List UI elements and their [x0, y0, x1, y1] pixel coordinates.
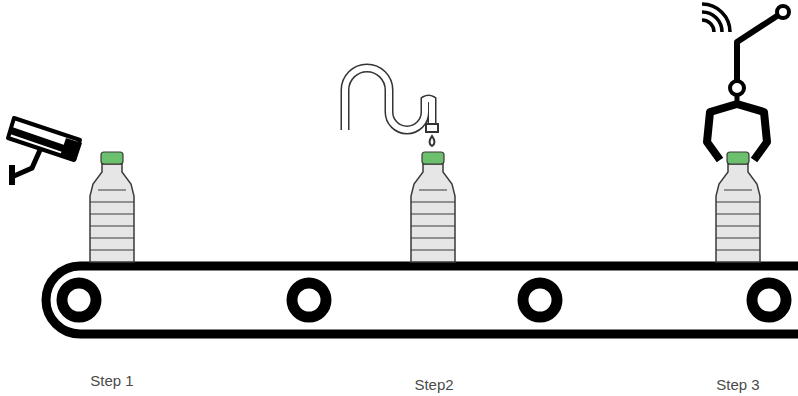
camera-symbol: [8, 118, 82, 185]
bottle: [716, 152, 760, 262]
bottle: [90, 152, 134, 262]
robot-claw-symbol: [702, 4, 789, 160]
step-label: Step2: [414, 376, 453, 393]
conveyor-belt: [46, 266, 798, 334]
bottle: [411, 152, 455, 262]
step-label: Step 3: [716, 376, 759, 393]
belt-wheels: [62, 283, 786, 317]
hose-symbol: [345, 68, 438, 146]
step-label: Step 1: [90, 372, 133, 389]
